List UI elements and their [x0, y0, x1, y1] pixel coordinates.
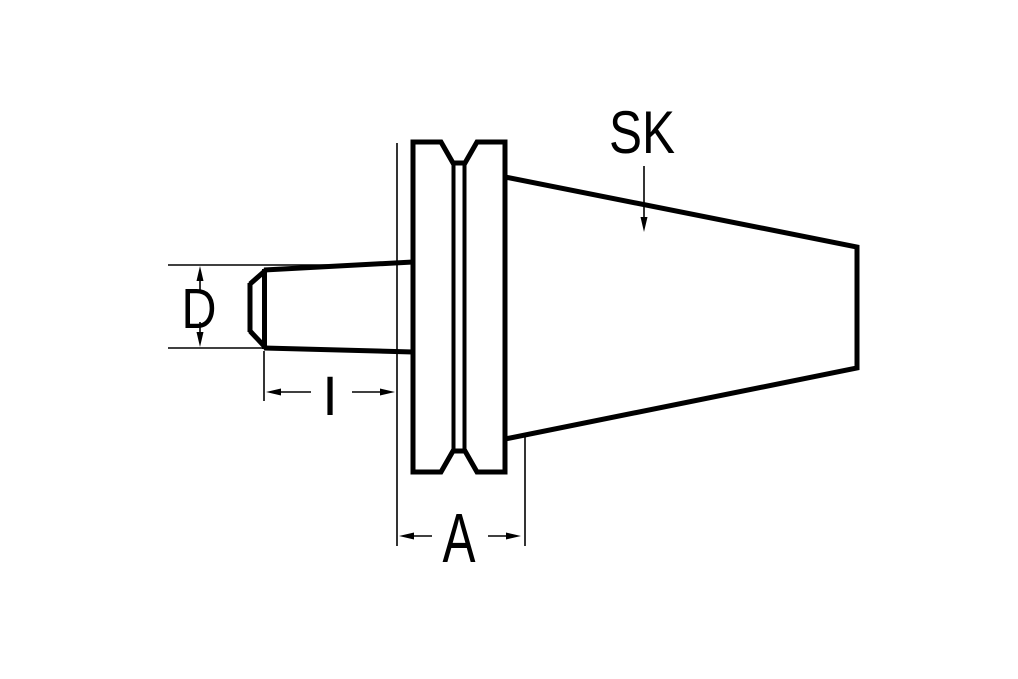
nose-top-edge-line	[263, 259, 414, 273]
a-arrow-right-icon	[506, 532, 521, 540]
dimension-label-d: D	[182, 277, 217, 341]
i-arrow-left-icon	[266, 388, 281, 396]
dimension-label-a: A	[443, 499, 476, 577]
i-arrow-right-icon	[380, 388, 395, 396]
dimension-label-i: I	[322, 364, 338, 427]
dimension-D: D	[168, 264, 352, 349]
dimension-A: A	[399, 436, 526, 577]
flange-outline-path	[410, 139, 508, 475]
callout-SK: SK	[609, 99, 675, 232]
nose-bottom-edge-line	[263, 345, 414, 355]
d-arrow-up-icon	[196, 266, 204, 281]
d-arrow-down-icon	[196, 332, 204, 347]
sk-arrow-down-icon	[640, 217, 648, 232]
dimension-I: I	[263, 143, 398, 546]
dimension-label-sk: SK	[609, 99, 675, 166]
taper-cone	[504, 174, 860, 442]
nose-pilot	[247, 259, 414, 355]
taper-cone-path	[504, 174, 860, 442]
a-arrow-left-icon	[399, 532, 414, 540]
flange	[410, 139, 508, 475]
